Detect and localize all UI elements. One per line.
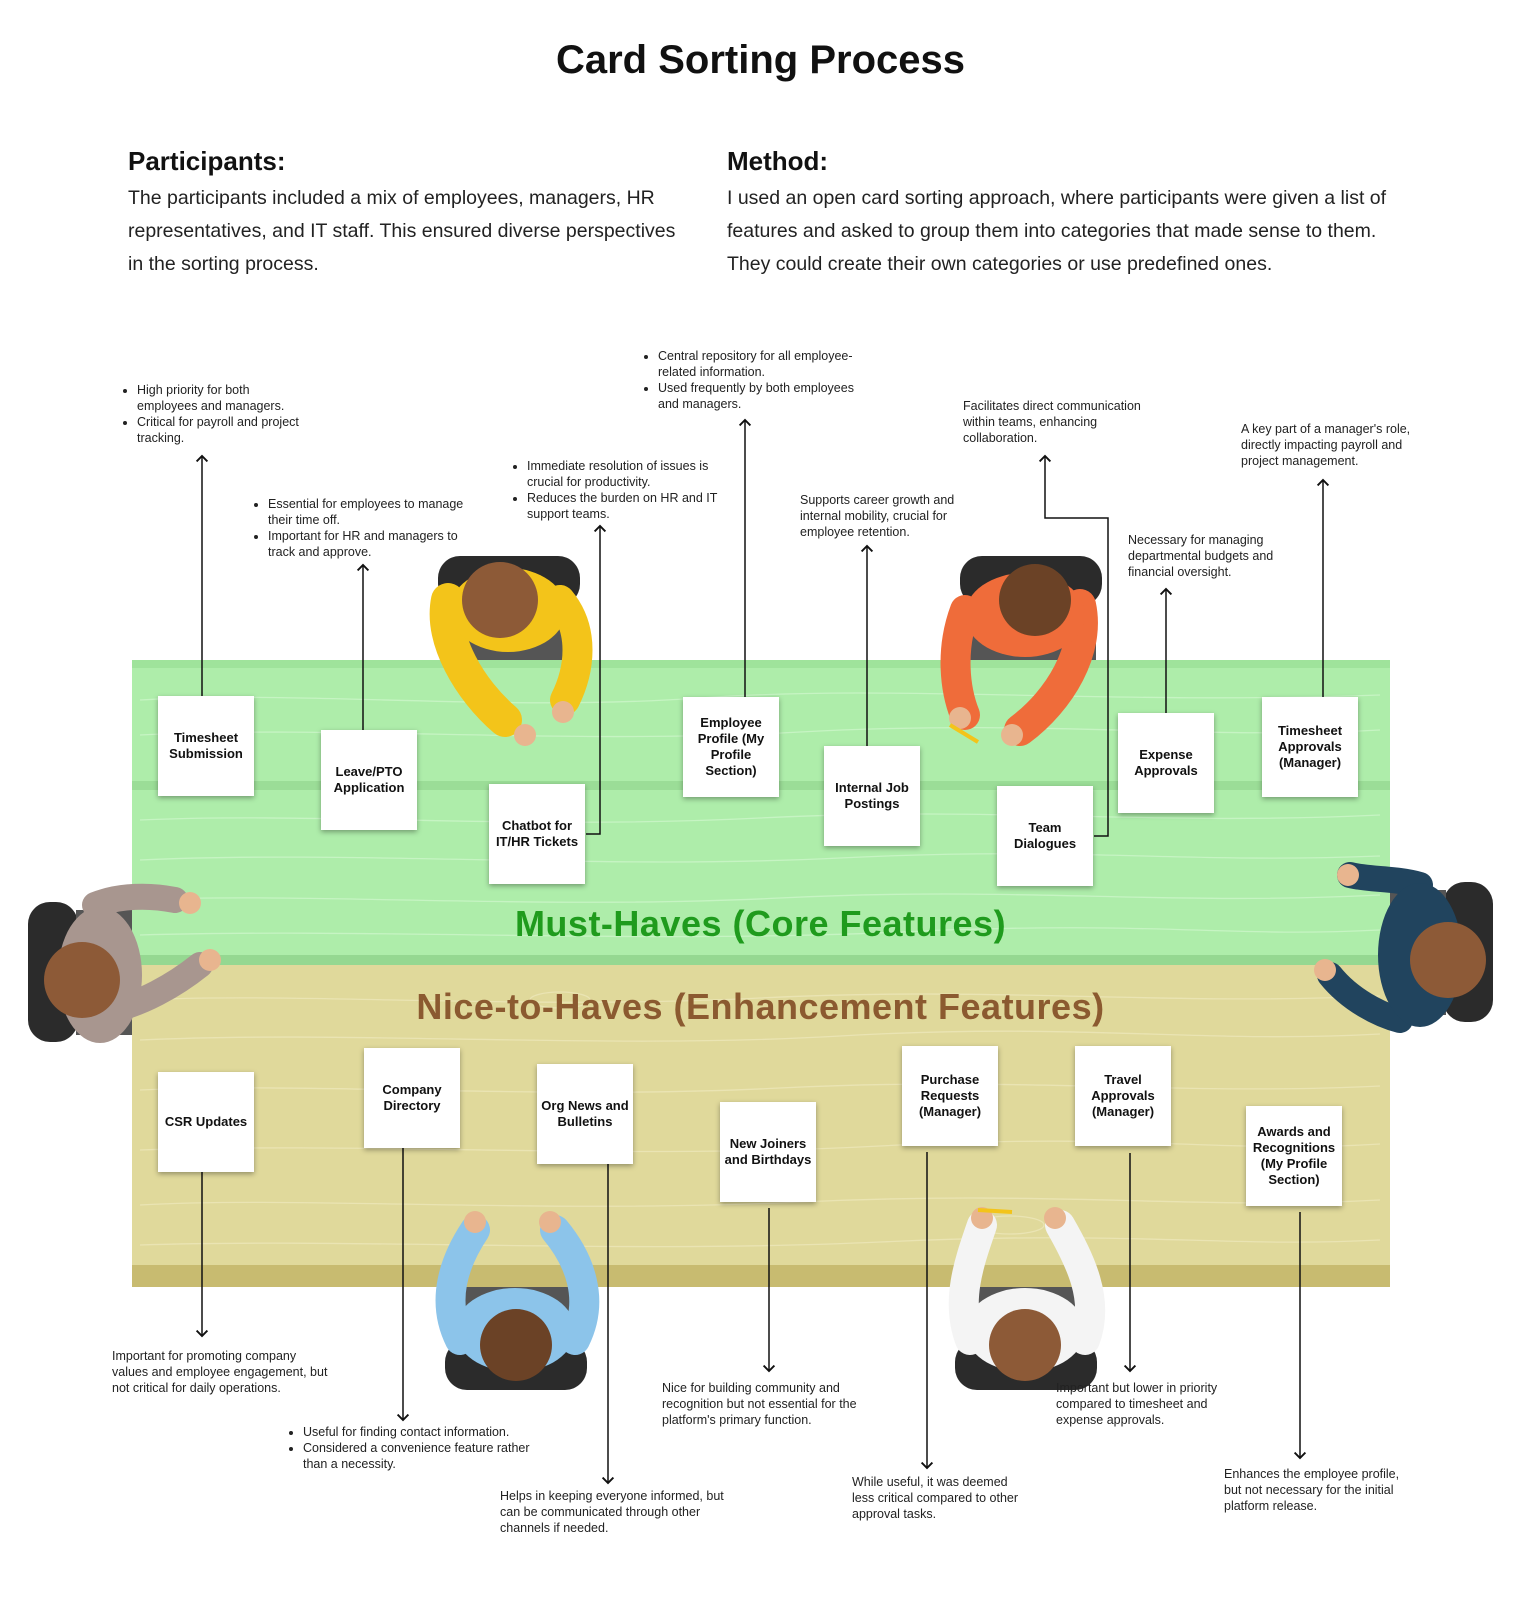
note-chatbot: Immediate resolution of issues is crucia… <box>514 458 719 522</box>
card-team-dialogues[interactable]: Team Dialogues <box>997 786 1093 886</box>
note-bullet: Essential for employees to manage their … <box>268 496 465 528</box>
method-heading: Method: <box>727 146 829 176</box>
method-text: I used an open card sorting approach, wh… <box>727 187 1387 275</box>
note-timesheet: High priority for both employees and man… <box>124 382 309 446</box>
card-leave-pto-application[interactable]: Leave/PTO Application <box>321 730 417 830</box>
note-travel: Important but lower in priority compared… <box>1056 1381 1218 1427</box>
card-purchase-requests[interactable]: Purchase Requests (Manager) <box>902 1046 998 1146</box>
note-bullet: Immediate resolution of issues is crucia… <box>527 458 719 490</box>
participant-white <box>948 1207 1106 1390</box>
connector-chatbot <box>586 524 607 835</box>
participants-heading: Participants: <box>128 146 286 176</box>
card-internal-job-postings[interactable]: Internal Job Postings <box>824 746 920 846</box>
participant-navy <box>1314 862 1493 1033</box>
connector-dialogues <box>1038 454 1109 837</box>
connectors <box>195 418 1330 1485</box>
note-expense: Necessary for managing departmental budg… <box>1128 533 1274 579</box>
note-jobs: Supports career growth and internal mobi… <box>800 493 955 539</box>
card-org-news-bulletins[interactable]: Org News and Bulletins <box>537 1064 633 1164</box>
nice-to-haves-label: Nice-to-Haves (Enhancement Features) <box>416 986 1105 1027</box>
card-awards-recognitions[interactable]: Awards and Recognitions (My Profile Sect… <box>1246 1106 1342 1206</box>
card-csr-updates[interactable]: CSR Updates <box>158 1072 254 1172</box>
card-timesheet-approvals[interactable]: Timesheet Approvals (Manager) <box>1262 697 1358 797</box>
note-joiners: Nice for building community and recognit… <box>662 1381 857 1427</box>
note-leave: Essential for employees to manage their … <box>255 496 465 560</box>
card-expense-approvals[interactable]: Expense Approvals <box>1118 713 1214 813</box>
participants-text: The participants included a mix of emplo… <box>128 187 676 275</box>
note-bullet: Considered a convenience feature rather … <box>303 1440 550 1472</box>
must-haves-label: Must-Haves (Core Features) <box>514 903 1007 944</box>
card-employee-profile[interactable]: Employee Profile (My Profile Section) <box>683 697 779 797</box>
note-bullet: Critical for payroll and project trackin… <box>137 414 309 446</box>
note-csr: Important for promoting company values a… <box>112 1349 328 1395</box>
note-purchase: While useful, it was deemed less critica… <box>852 1475 1019 1521</box>
card-travel-approvals[interactable]: Travel Approvals (Manager) <box>1075 1046 1171 1146</box>
note-bullet: Central repository for all employee-rela… <box>658 348 855 380</box>
participant-grey <box>28 883 221 1043</box>
note-news: Helps in keeping everyone informed, but … <box>500 1489 724 1535</box>
note-bullet: Useful for finding contact information. <box>303 1424 550 1440</box>
card-chatbot-it-hr-tickets[interactable]: Chatbot for IT/HR Tickets <box>489 784 585 884</box>
note-dialogues: Facilitates direct communication within … <box>963 399 1141 445</box>
card-company-directory[interactable]: Company Directory <box>364 1048 460 1148</box>
participant-yellow <box>429 556 593 746</box>
note-profile: Central repository for all employee-rela… <box>645 348 855 412</box>
card-new-joiners-birthdays[interactable]: New Joiners and Birthdays <box>720 1102 816 1202</box>
participant-lightblue <box>435 1211 600 1390</box>
note-bullet: Used frequently by both employees and ma… <box>658 380 855 412</box>
card-timesheet-submission[interactable]: Timesheet Submission <box>158 696 254 796</box>
note-timesheet-approvals: A key part of a manager's role, directly… <box>1241 422 1411 468</box>
note-bullet: Important for HR and managers to track a… <box>268 528 465 560</box>
note-directory: Useful for finding contact information.C… <box>290 1424 550 1472</box>
note-bullet: High priority for both employees and man… <box>137 382 309 414</box>
participant-orange <box>940 556 1102 746</box>
note-awards: Enhances the employee profile, but not n… <box>1224 1467 1400 1513</box>
note-bullet: Reduces the burden on HR and IT support … <box>527 490 719 522</box>
page-title: Card Sorting Process <box>555 38 965 82</box>
